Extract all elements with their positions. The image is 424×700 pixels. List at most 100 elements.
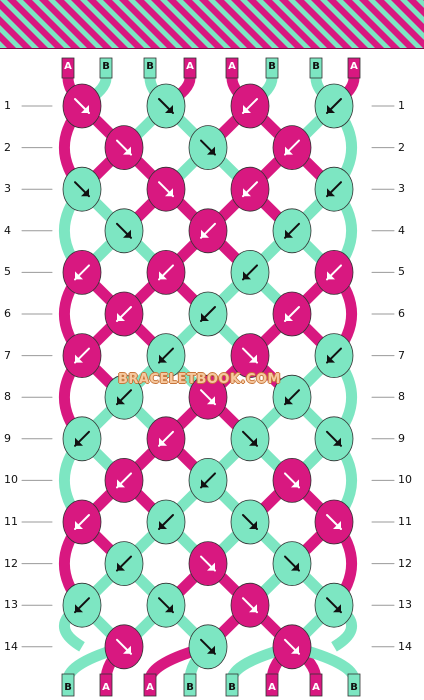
row-label-right: 10 — [398, 473, 412, 487]
row-label-left: 9 — [4, 431, 11, 445]
bottom-strand-end — [99, 673, 113, 697]
top-strand-end — [183, 57, 197, 79]
knot-arrow-head — [201, 229, 209, 238]
knot-arrow-head — [123, 645, 131, 654]
strand-label: A — [146, 682, 154, 693]
knot-arrow-head — [327, 188, 335, 197]
row-label-right: 7 — [398, 348, 405, 362]
preview-stripe — [160, 0, 215, 48]
knot-arrow-head — [243, 188, 251, 197]
strand-label: A — [268, 682, 276, 693]
watermark: BRACELETBOOK.COM — [118, 372, 281, 387]
preview-stripe — [400, 0, 424, 24]
knot-arrow-head — [243, 271, 251, 280]
row-label-right: 4 — [398, 223, 405, 237]
preview-stripe — [352, 0, 407, 48]
knot-arrow-head — [75, 271, 83, 280]
row-label-right: 12 — [398, 556, 412, 570]
bottom-strand-end — [143, 673, 157, 697]
knot-arrow-head — [159, 271, 167, 280]
knot-arrow-head — [75, 354, 83, 363]
bottom-strand-end — [347, 673, 361, 697]
row-label-right: 14 — [398, 639, 412, 653]
knot-arrow-head — [159, 354, 167, 363]
row-label-right: 9 — [398, 431, 405, 445]
knot-arrow-head — [123, 229, 131, 238]
row-label-right: 1 — [398, 99, 405, 112]
knot-arrow-head — [123, 146, 131, 155]
knot-arrow-head — [285, 146, 293, 155]
bottom-strand-end — [183, 673, 197, 697]
row-label-left: 11 — [4, 515, 18, 528]
row-label-right: 8 — [398, 390, 405, 404]
knot-arrow-head — [207, 645, 215, 654]
row-label-left: 12 — [4, 556, 18, 570]
knot-arrow-head — [75, 604, 83, 613]
preview-stripe — [256, 0, 311, 48]
strand-label: B — [146, 61, 154, 72]
row-label-left: 3 — [4, 182, 11, 196]
row-label-left: 7 — [4, 348, 11, 362]
bottom-strand-end — [265, 673, 279, 697]
row-label-right: 2 — [398, 140, 405, 154]
preview-stripe — [416, 0, 424, 8]
knot-arrow-head — [327, 354, 335, 363]
preview-stripe — [288, 0, 343, 48]
preview-stripe — [272, 0, 327, 48]
row-label-left: 8 — [4, 390, 11, 404]
preview-stripe — [0, 0, 55, 48]
knot-arrow-head — [249, 437, 257, 446]
bottom-strand-end — [61, 673, 75, 697]
knot-arrow-head — [201, 479, 209, 488]
strand-label: A — [350, 61, 358, 72]
strand-label: B — [268, 61, 276, 72]
knot-arrow-head — [117, 396, 125, 405]
strand-label: A — [102, 682, 110, 693]
knot-arrow-head — [285, 396, 293, 405]
knot-arrow-head — [291, 562, 299, 571]
preview-stripe — [0, 9, 39, 48]
preview-stripe — [128, 0, 183, 48]
strand-label: B — [312, 61, 320, 72]
knot-arrow-head — [207, 146, 215, 155]
strand-label: B — [228, 682, 236, 693]
strand-label: A — [64, 61, 72, 72]
knot-arrow-head — [165, 105, 173, 113]
knot-arrow-head — [207, 562, 215, 571]
knot-arrow-head — [207, 396, 215, 405]
knot-arrow-head — [327, 271, 335, 280]
row-label-right: 3 — [398, 182, 405, 196]
top-strand-end — [347, 57, 361, 79]
row-label-left: 5 — [4, 265, 11, 279]
knot-arrow-head — [81, 188, 89, 197]
preview-stripe — [320, 0, 375, 48]
knot-arrow-head — [165, 604, 173, 613]
knot-arrow-head — [327, 105, 335, 113]
strand-label: B — [186, 682, 194, 693]
top-strand-end — [309, 57, 323, 79]
knot-arrow-head — [291, 645, 299, 654]
top-strand-end — [143, 57, 157, 79]
knot-arrow-head — [117, 313, 125, 321]
top-strand-end — [99, 57, 113, 79]
strand-label: A — [312, 682, 320, 693]
knot-arrow-head — [75, 437, 83, 446]
bracelet-preview — [0, 0, 424, 49]
knot-arrow-head — [249, 521, 257, 529]
knot-arrow-head — [249, 354, 257, 363]
preview-stripe — [112, 0, 167, 48]
knot-arrow-head — [159, 437, 167, 446]
preview-stripe — [0, 41, 7, 48]
row-label-right: 5 — [398, 265, 405, 279]
preview-stripe — [16, 0, 71, 48]
knot-arrow-head — [159, 521, 167, 529]
knot-arrow-head — [201, 313, 209, 321]
bottom-strand-end — [225, 673, 239, 697]
strand-label: B — [64, 682, 72, 693]
row-label-left: 14 — [4, 639, 18, 653]
row-label-right: 6 — [398, 307, 405, 320]
preview-stripe — [240, 0, 295, 48]
strand-label: B — [350, 682, 358, 693]
preview-stripe — [368, 0, 423, 48]
